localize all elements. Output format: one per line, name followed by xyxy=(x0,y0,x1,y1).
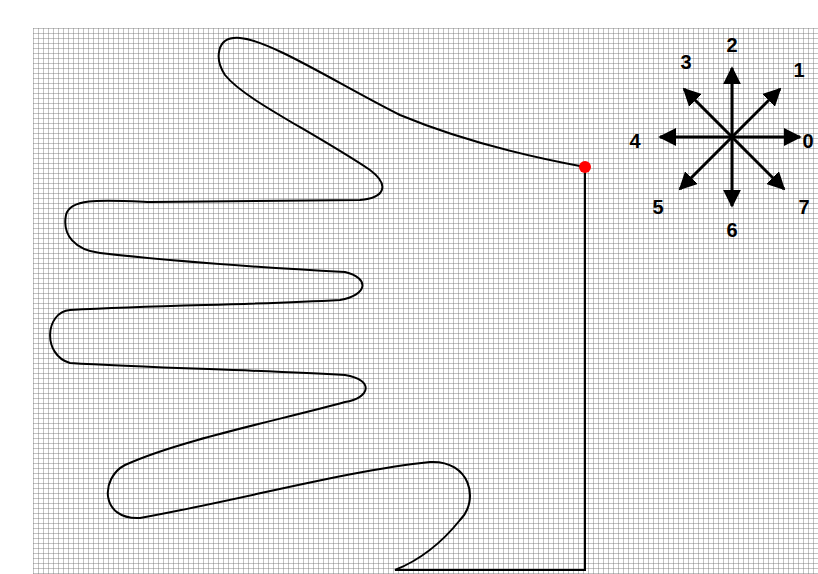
direction-number: 3 xyxy=(680,52,691,72)
hand-contour xyxy=(50,38,585,570)
direction-number: 6 xyxy=(726,220,737,240)
grid-ground xyxy=(33,28,818,574)
direction-number: 4 xyxy=(629,131,640,151)
direction-number: 2 xyxy=(726,35,737,55)
start-point xyxy=(579,161,591,173)
direction-number: 7 xyxy=(798,197,809,217)
direction-number: 1 xyxy=(793,60,804,80)
direction-compass xyxy=(660,68,800,206)
direction-number: 5 xyxy=(652,197,663,217)
direction-number: 0 xyxy=(802,131,813,151)
